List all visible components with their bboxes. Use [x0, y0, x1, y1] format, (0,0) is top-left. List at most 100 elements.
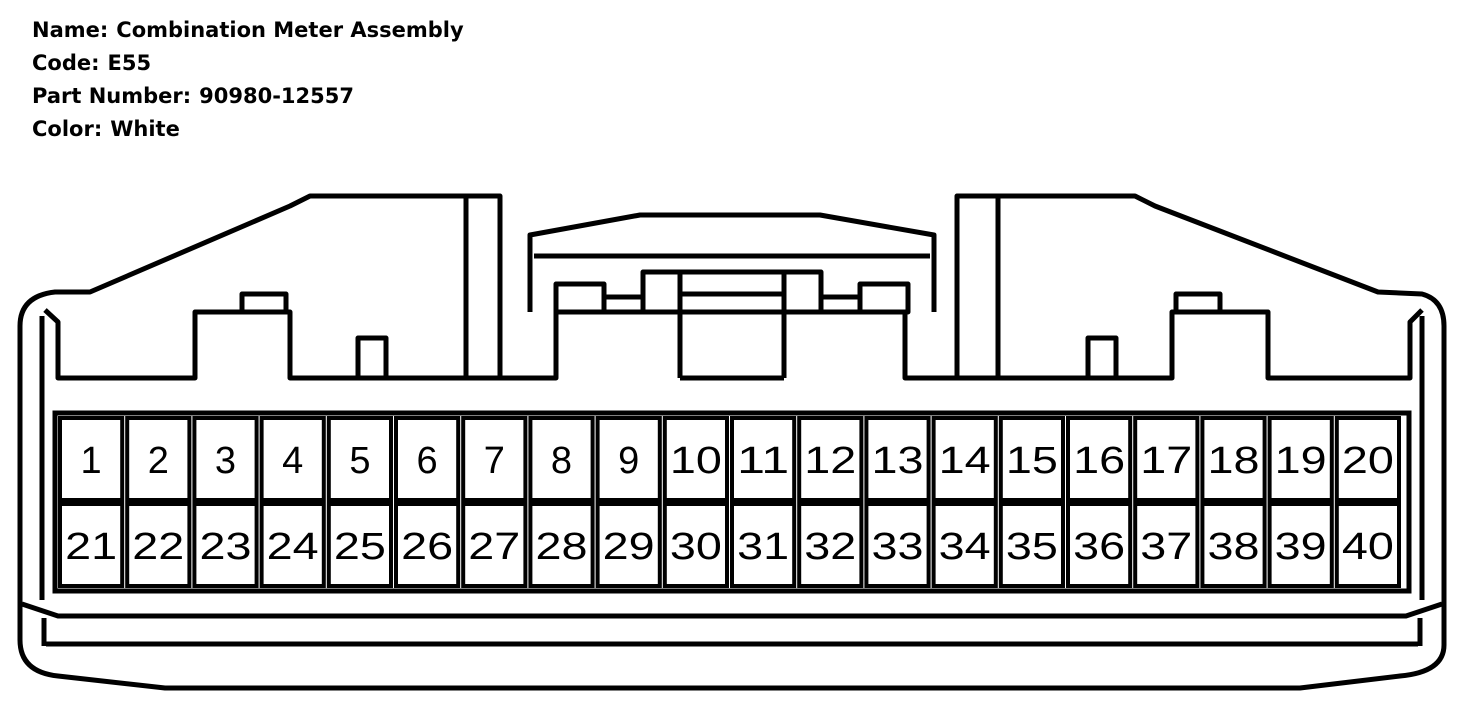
pin-cell-6 — [394, 416, 461, 502]
pin-label-26: 26 — [401, 526, 453, 568]
connector-color: White — [110, 117, 180, 141]
color-label: Color: — [32, 117, 103, 141]
pin-cell-11 — [730, 416, 797, 502]
pin-label-31: 31 — [737, 526, 789, 568]
pin-label-2: 2 — [148, 440, 169, 482]
pin-cell-21 — [58, 502, 125, 588]
code-label: Code: — [32, 51, 100, 75]
right-latch-tab — [1173, 291, 1223, 315]
pin-label-25: 25 — [334, 526, 386, 568]
pin-label-39: 39 — [1275, 526, 1327, 568]
pin-label-38: 38 — [1208, 526, 1260, 568]
pin-label-13: 13 — [872, 440, 924, 482]
pin-label-23: 23 — [200, 526, 252, 568]
pin-cell-3 — [192, 416, 259, 502]
part-number-label: Part Number: — [32, 84, 192, 108]
pin-cell-37 — [1133, 502, 1200, 588]
pin-label-12: 12 — [804, 440, 856, 482]
pin-cell-30 — [662, 502, 729, 588]
pin-label-14: 14 — [939, 440, 991, 482]
pin-cell-36 — [1066, 502, 1133, 588]
pin-cell-12 — [797, 416, 864, 502]
pin-label-1: 1 — [81, 440, 102, 482]
color-line: Color: White — [32, 113, 464, 146]
part-number: 90980-12557 — [199, 84, 354, 108]
pin-cell-8 — [528, 416, 595, 502]
pin-label-28: 28 — [536, 526, 588, 568]
right-inner-profile — [957, 308, 1424, 381]
pin-cell-13 — [864, 416, 931, 502]
pin-label-21: 21 — [65, 526, 117, 568]
left-latch-tab — [239, 291, 289, 315]
left-latch-post — [355, 335, 389, 381]
pin-cell-38 — [1200, 502, 1267, 588]
part-number-line: Part Number: 90980-12557 — [32, 80, 464, 113]
pin-label-29: 29 — [603, 526, 655, 568]
pin-label-16: 16 — [1073, 440, 1125, 482]
pin-cell-31 — [730, 502, 797, 588]
pin-cell-1 — [58, 416, 125, 502]
connector-info: Name: Combination Meter Assembly Code: E55… — [32, 14, 464, 146]
pin-label-35: 35 — [1006, 526, 1058, 568]
pin-label-37: 37 — [1140, 526, 1192, 568]
pin-label-22: 22 — [132, 526, 184, 568]
center-lock — [527, 212, 937, 312]
pin-label-7: 7 — [484, 440, 505, 482]
pin-cell-5 — [326, 416, 393, 502]
pin-cell-14 — [931, 416, 998, 502]
pin-label-15: 15 — [1006, 440, 1058, 482]
pin-cell-20 — [1334, 416, 1402, 502]
pin-cell-15 — [998, 416, 1065, 502]
pin-cell-7 — [461, 416, 528, 502]
connector-housing — [17, 193, 1447, 691]
pin-cell-32 — [797, 502, 864, 588]
connector-code: E55 — [107, 51, 152, 75]
pin-label-11: 11 — [737, 440, 789, 482]
pin-label-20: 20 — [1342, 440, 1394, 482]
pin-label-10: 10 — [670, 440, 722, 482]
pin-label-34: 34 — [939, 526, 991, 568]
code-line: Code: E55 — [32, 47, 464, 80]
bottom-rim — [21, 601, 1443, 619]
pin-label-33: 33 — [872, 526, 924, 568]
pin-cell-16 — [1066, 416, 1133, 502]
name-line: Name: Combination Meter Assembly — [32, 14, 464, 47]
name-label: Name: — [32, 18, 109, 42]
pin-cell-2 — [125, 416, 192, 502]
pin-label-17: 17 — [1140, 440, 1192, 482]
pin-cell-35 — [998, 502, 1065, 588]
pin-label-8: 8 — [551, 440, 572, 482]
pin-cell-39 — [1267, 502, 1334, 588]
pin-cell-40 — [1334, 502, 1402, 588]
lock-tab-left — [553, 281, 607, 315]
pin-label-27: 27 — [468, 526, 520, 568]
pin-grid-frame — [52, 410, 1412, 594]
pin-label-18: 18 — [1208, 440, 1260, 482]
pin-label-36: 36 — [1073, 526, 1125, 568]
lock-tab-right — [857, 281, 911, 315]
pin-cell-18 — [1200, 416, 1267, 502]
pin-cell-26 — [394, 502, 461, 588]
left-inner-profile — [43, 308, 500, 381]
lock-center-block — [640, 269, 824, 315]
pin-cell-9 — [595, 416, 662, 502]
pin-label-9: 9 — [618, 440, 639, 482]
pin-cell-34 — [931, 502, 998, 588]
pin-cell-22 — [125, 502, 192, 588]
pin-label-6: 6 — [417, 440, 438, 482]
pin-label-30: 30 — [670, 526, 722, 568]
pin-cell-10 — [662, 416, 729, 502]
pin-cell-29 — [595, 502, 662, 588]
pin-label-24: 24 — [267, 526, 319, 568]
pin-cell-33 — [864, 502, 931, 588]
connector-name: Combination Meter Assembly — [116, 18, 464, 42]
pin-cell-25 — [326, 502, 393, 588]
pin-cell-17 — [1133, 416, 1200, 502]
pin-label-19: 19 — [1275, 440, 1327, 482]
right-latch-post — [1085, 335, 1119, 381]
pin-label-5: 5 — [349, 440, 370, 482]
pin-cell-4 — [259, 416, 326, 502]
pin-label-40: 40 — [1342, 526, 1394, 568]
